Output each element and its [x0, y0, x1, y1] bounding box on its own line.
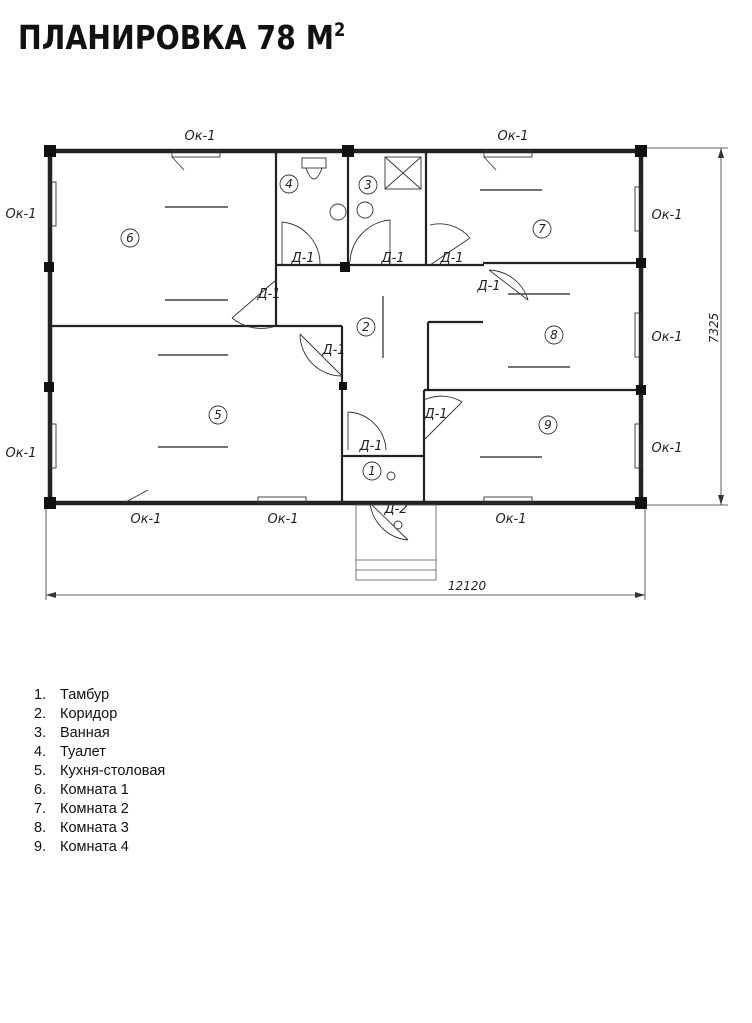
svg-text:7: 7 — [538, 222, 546, 236]
legend-item: 7.Комната 2 — [34, 801, 129, 817]
page-title: ПЛАНИРОВКА 78 М2 — [18, 8, 345, 60]
svg-text:Д-2: Д-2 — [383, 502, 407, 517]
room-legend: 1.Тамбур 2.Коридор 3.Ванная 4.Туалет 5.К… — [34, 686, 165, 857]
svg-text:Ок-1: Ок-1 — [651, 330, 682, 345]
svg-text:1: 1 — [368, 464, 376, 478]
svg-text:8: 8 — [550, 328, 558, 342]
legend-item: 8.Комната 3 — [34, 820, 129, 836]
svg-text:Д-1: Д-1 — [321, 343, 345, 358]
svg-text:Ок-1: Ок-1 — [184, 129, 215, 144]
svg-text:Ок-1: Ок-1 — [651, 208, 682, 223]
svg-text:Д-1: Д-1 — [439, 251, 463, 266]
svg-text:Д-1: Д-1 — [423, 407, 447, 422]
svg-text:Д-1: Д-1 — [380, 251, 404, 266]
walls — [47, 148, 644, 506]
svg-text:Ок-1: Ок-1 — [130, 512, 161, 527]
svg-text:Ок-1: Ок-1 — [5, 446, 36, 461]
svg-text:2: 2 — [362, 320, 370, 334]
room-number-8: 8 — [544, 325, 564, 345]
svg-text:Д-1: Д-1 — [290, 251, 314, 266]
width-dimension: 12120 — [448, 579, 487, 593]
title-text: ПЛАНИРОВКА 78 М — [18, 18, 335, 57]
svg-text:4: 4 — [285, 177, 293, 191]
svg-text:Ок-1: Ок-1 — [5, 207, 36, 222]
room-number-9: 9 — [538, 415, 558, 435]
svg-text:Ок-1: Ок-1 — [497, 129, 528, 144]
room-number-2: 2 — [356, 317, 376, 337]
svg-text:Ок-1: Ок-1 — [495, 512, 526, 527]
svg-text:Д-1: Д-1 — [358, 439, 382, 454]
room-number-7: 7 — [532, 219, 552, 239]
fixtures — [301, 156, 422, 530]
door-labels: Д-1 Д-1 Д-1 Д-1 Д-1 Д-1 Д-1 Д-1 Д-2 — [256, 251, 500, 517]
legend-item: 5.Кухня-столовая — [34, 763, 166, 779]
room-number-3: 3 — [358, 175, 378, 195]
doors — [231, 219, 529, 541]
legend-item: 9.Комната 4 — [34, 839, 129, 855]
room-number-5: 5 — [208, 405, 228, 425]
room-number-1: 1 — [362, 461, 382, 481]
svg-text:6: 6 — [126, 231, 134, 245]
room-number-6: 6 — [120, 228, 140, 248]
legend-item: 2.Коридор — [34, 706, 118, 722]
legend-item: 1.Тамбур — [34, 687, 110, 703]
svg-text:Ок-1: Ок-1 — [267, 512, 298, 527]
dimension-lines — [45, 147, 728, 600]
svg-text:3: 3 — [364, 178, 372, 192]
windows — [49, 150, 642, 504]
entrance-steps — [355, 504, 437, 581]
window-labels: Ок-1 Ок-1 Ок-1 Ок-1 Ок-1 Ок-1 Ок-1 Ок-1 … — [5, 129, 682, 527]
title-superscript: 2 — [334, 19, 346, 41]
floor-plan: 12120 7325 — [5, 129, 728, 600]
legend-item: 4.Туалет — [34, 744, 106, 760]
room-numbers: 1 2 3 4 5 6 7 8 9 — [120, 174, 564, 481]
room-number-4: 4 — [279, 174, 299, 194]
svg-text:Д-1: Д-1 — [256, 287, 280, 302]
svg-text:Ок-1: Ок-1 — [651, 441, 682, 456]
light-fixtures — [158, 189, 570, 458]
wall-joints — [44, 145, 647, 509]
legend-item: 6.Комната 1 — [34, 782, 129, 798]
svg-text:5: 5 — [214, 408, 222, 422]
svg-text:Д-1: Д-1 — [476, 279, 500, 294]
svg-text:9: 9 — [544, 418, 552, 432]
legend-item: 3.Ванная — [34, 725, 110, 741]
height-dimension: 7325 — [707, 313, 721, 344]
